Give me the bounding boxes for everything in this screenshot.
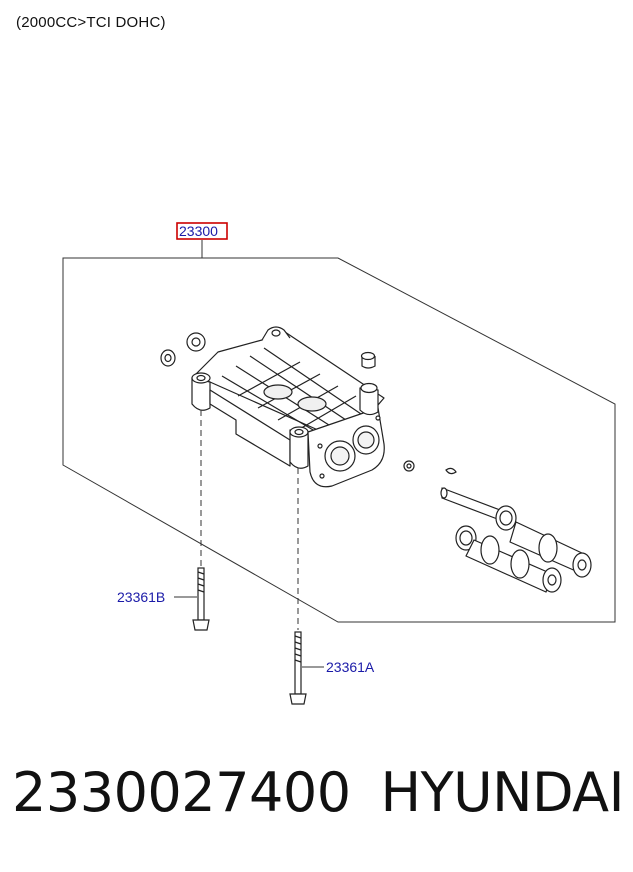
assembly-callout-highlight[interactable] (176, 222, 228, 240)
part-number: 2330027400 (12, 761, 351, 824)
washer-left (160, 349, 176, 367)
balance-shaft-housing (191, 326, 385, 488)
bolt-a-callout-label[interactable]: 23361A (326, 659, 375, 675)
diagram-caption: (2000CC>TCI DOHC) (16, 14, 166, 31)
bolt-a (289, 631, 307, 705)
part-footer: 2330027400 HYUNDAI (12, 766, 624, 820)
plug (403, 460, 415, 472)
balance-shaft-upper (440, 487, 592, 578)
brand-name: HYUNDAI (380, 761, 624, 824)
exploded-parts-diagram: 23300 (62, 222, 616, 705)
assembly-callout-label[interactable]: 23300 (179, 223, 218, 239)
bolt-b-callout-label[interactable]: 23361B (117, 589, 165, 605)
dowel-sleeve (360, 351, 376, 369)
assembly-frame (62, 257, 616, 623)
bolt-b (192, 567, 210, 631)
washer-right (186, 332, 206, 352)
balance-shaft-lower (455, 525, 562, 593)
woodruff-key (445, 467, 457, 475)
